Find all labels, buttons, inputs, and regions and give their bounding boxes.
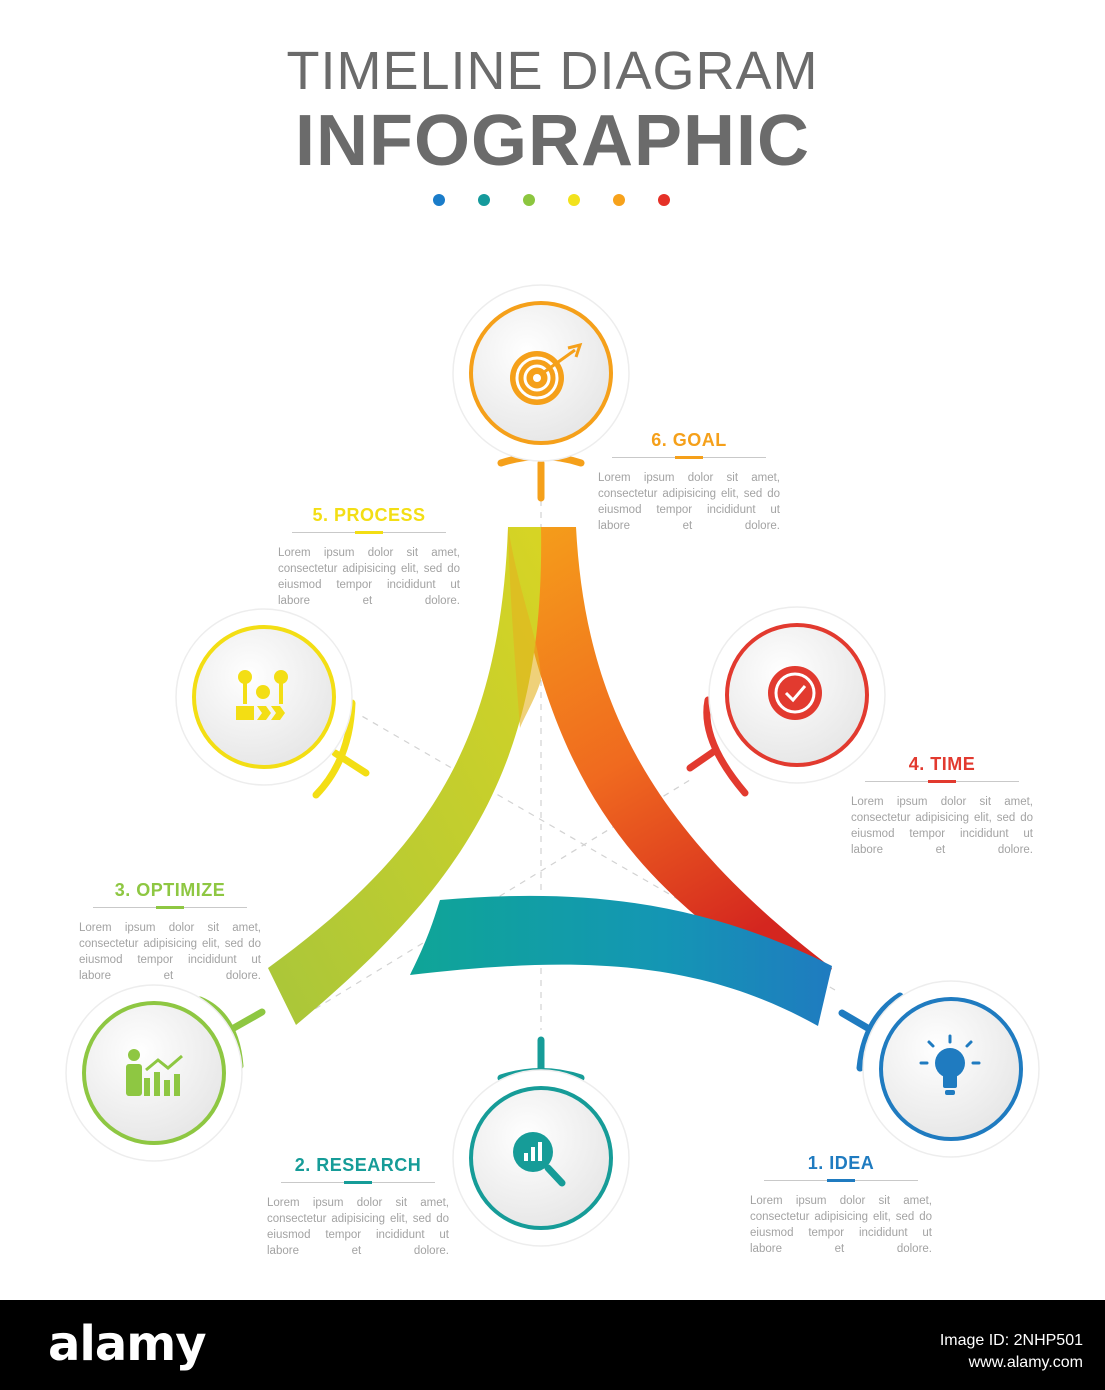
circle-goal: [452, 284, 630, 462]
clock-icon: [768, 666, 822, 720]
step-4-text: Lorem ipsum dolor sit amet, consectetur …: [851, 796, 1033, 856]
lightbulb-icon: [919, 1034, 981, 1095]
watermark-image-id: Image ID: 2NHP501: [939, 1332, 1083, 1349]
step-5-rule: [292, 531, 446, 534]
watermark-footer: alamy Image ID: 2NHP501 www.alamy.com: [0, 1300, 1105, 1390]
step-4-title: 4. TIME: [908, 754, 976, 774]
circle-optimize: [65, 984, 243, 1162]
circle-idea: [862, 980, 1040, 1158]
step-2-rule: [281, 1181, 435, 1184]
step-1-rule: [764, 1179, 918, 1182]
step-3-rule: [93, 906, 247, 909]
title-line-2: INFOGRAPHIC: [295, 101, 810, 181]
step-6-rule: [612, 456, 766, 459]
step-6-text: Lorem ipsum dolor sit amet, consectetur …: [598, 472, 780, 532]
color-dot: [433, 194, 445, 206]
magnifier-chart-icon: [513, 1132, 566, 1187]
color-dot: [478, 194, 490, 206]
step-3-text: Lorem ipsum dolor sit amet, consectetur …: [79, 922, 261, 982]
step-1-title: 1. IDEA: [807, 1153, 875, 1173]
teal-ribbon: [410, 895, 832, 1026]
step-3-optimize: 3. OPTIMIZE Lorem ipsum dolor sit amet, …: [79, 880, 261, 984]
infographic-stage: TIMELINE DIAGRAM INFOGRAPHIC: [65, 41, 1040, 1259]
step-6-title: 6. GOAL: [651, 430, 727, 450]
step-2-text: Lorem ipsum dolor sit amet, consectetur …: [267, 1197, 449, 1257]
step-4-time: 4. TIME Lorem ipsum dolor sit amet, cons…: [851, 754, 1033, 858]
title-line-1: TIMELINE DIAGRAM: [286, 41, 819, 101]
color-dot: [658, 194, 670, 206]
step-6-goal: 6. GOAL Lorem ipsum dolor sit amet, cons…: [598, 430, 780, 534]
watermark-logo: alamy: [48, 1316, 207, 1372]
color-dot: [613, 194, 625, 206]
step-1-idea: 1. IDEA Lorem ipsum dolor sit amet, cons…: [750, 1153, 932, 1257]
color-dot: [568, 194, 580, 206]
step-5-text: Lorem ipsum dolor sit amet, consectetur …: [278, 547, 460, 607]
diagram-graphic: [65, 284, 1040, 1247]
step-5-title: 5. PROCESS: [312, 505, 426, 525]
orange-ribbon: [508, 527, 832, 1000]
process-flow-icon: [236, 670, 288, 720]
color-dot: [523, 194, 535, 206]
growth-chart-icon: [126, 1049, 183, 1096]
step-5-process: 5. PROCESS Lorem ipsum dolor sit amet, c…: [278, 505, 460, 609]
step-4-rule: [865, 780, 1019, 783]
target-arrow-icon: [510, 342, 583, 405]
circle-process: [175, 608, 353, 786]
circle-research: [452, 1069, 630, 1247]
step-1-text: Lorem ipsum dolor sit amet, consectetur …: [750, 1195, 932, 1255]
step-2-research: 2. RESEARCH Lorem ipsum dolor sit amet, …: [267, 1155, 449, 1259]
watermark-site: www.alamy.com: [968, 1354, 1083, 1371]
step-2-title: 2. RESEARCH: [294, 1155, 422, 1175]
circle-time: [708, 606, 886, 784]
step-3-title: 3. OPTIMIZE: [114, 880, 226, 900]
watermark-id: Image ID: 2NHP501 www.alamy.com: [940, 1330, 1083, 1374]
